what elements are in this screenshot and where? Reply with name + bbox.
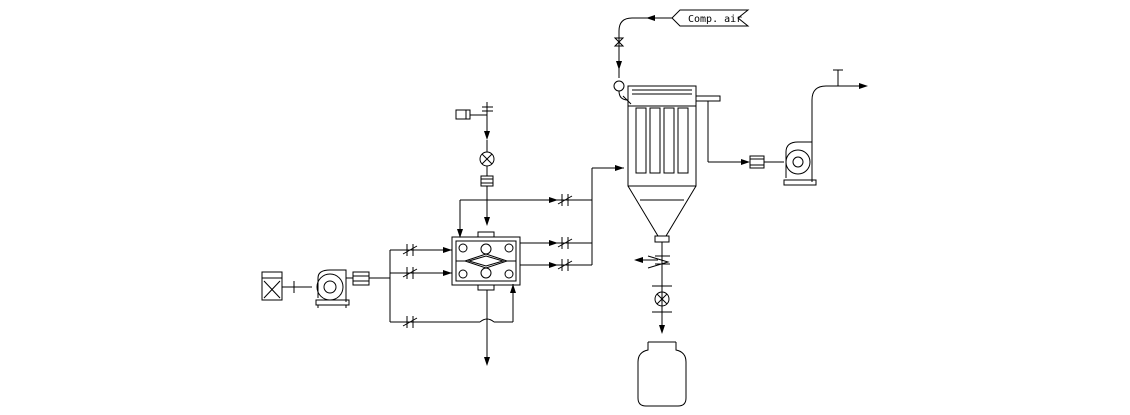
bypass-damper [403, 316, 417, 328]
product-container [638, 342, 686, 406]
compressed-air-label: Comp. air [688, 14, 742, 25]
dryer-chamber [452, 232, 520, 290]
outlet-damper-mid [558, 237, 572, 249]
inlet-damper-lower [403, 267, 417, 279]
inlet-damper-upper [403, 244, 417, 256]
exhaust-duct [708, 101, 784, 168]
product-discharge [634, 242, 672, 334]
feed-line [456, 102, 560, 238]
outlet-damper-top [558, 194, 572, 206]
outlet-damper-low [558, 259, 572, 271]
motor-unit [262, 272, 312, 300]
inlet-blower [316, 270, 369, 308]
air-valve [615, 38, 623, 46]
compressed-air-line: Comp. air [614, 10, 748, 104]
rotary-valve-feed [480, 152, 494, 166]
rotary-valve-product [655, 292, 669, 306]
inlet-header [369, 244, 516, 328]
outlet-lines [520, 165, 624, 271]
exhaust-fan [784, 70, 868, 185]
bag-filter [628, 86, 720, 242]
